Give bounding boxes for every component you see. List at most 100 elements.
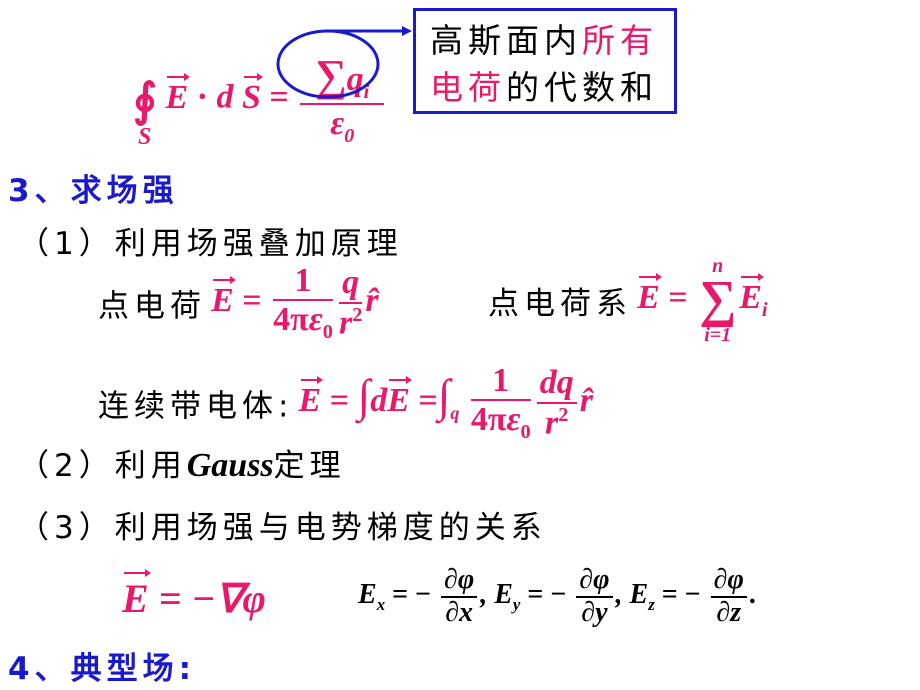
- d: d: [370, 381, 388, 419]
- equals: =: [269, 78, 289, 116]
- item-2-label: （2）利用Gauss定理: [18, 440, 346, 485]
- fraction: ∂φ∂z: [710, 564, 747, 629]
- ex: E: [358, 579, 377, 611]
- vector-ei: E: [739, 273, 764, 317]
- gradient-formula: E = −∇φ: [122, 569, 266, 622]
- r-hat: r̂: [365, 281, 379, 319]
- two: 2: [352, 303, 363, 326]
- zero: 0: [322, 321, 333, 344]
- fraction: ∂φ∂x: [441, 564, 478, 629]
- d: d: [216, 78, 234, 116]
- zero: 0: [520, 421, 531, 444]
- vector-e: E: [165, 72, 190, 116]
- denominator: ∂y: [581, 596, 608, 628]
- sum: ∑: [699, 271, 737, 328]
- dot: ·: [196, 78, 208, 116]
- integral: ∫: [357, 369, 371, 421]
- text: 定理: [273, 448, 346, 484]
- surface-label: S: [138, 124, 152, 150]
- integral-limit-q: q: [450, 402, 460, 423]
- equals-minus: = −: [661, 579, 701, 611]
- gauss: Gauss: [186, 447, 274, 484]
- epsilon: ε: [308, 301, 323, 339]
- i: i: [363, 80, 370, 103]
- numerator: ∂φ: [710, 564, 747, 598]
- text: 高斯面内: [430, 21, 582, 60]
- comma: ,: [480, 579, 488, 611]
- callout-line-2: 电荷的代数和: [430, 64, 674, 111]
- equals-minus: = −: [527, 579, 567, 611]
- lower-limit: i=1: [704, 323, 732, 346]
- numerator: dq: [536, 364, 577, 404]
- numerator: q: [338, 264, 363, 304]
- callout-line-1: 高斯面内所有: [430, 17, 674, 64]
- closed-integral: ∮: [133, 74, 157, 126]
- ey: E: [494, 579, 513, 611]
- equals: =: [668, 279, 688, 317]
- components-formula: Ex = − ∂φ∂x, Ey = − ∂φ∂y, Ez = − ∂φ∂z.: [358, 564, 757, 629]
- numerator: ∂φ: [441, 564, 478, 598]
- vector-e: E: [122, 569, 151, 621]
- gauss-law-formula: ∮ E · d S = ∑qi ε0: [133, 51, 387, 147]
- text-highlight: 电荷: [430, 68, 506, 107]
- sum-limits: n∑i=1: [699, 255, 736, 346]
- highlight-ellipse-arrow: [276, 26, 412, 99]
- period: .: [749, 579, 757, 611]
- equals: =: [418, 381, 438, 419]
- equals: =: [329, 381, 350, 419]
- x: x: [376, 594, 386, 614]
- upper-limit: n: [712, 255, 724, 277]
- section-4-title: 4、典型场:: [8, 651, 196, 687]
- y: y: [512, 594, 521, 614]
- numerator: ∂φ: [576, 564, 613, 598]
- denominator: r2: [537, 404, 577, 442]
- denominator: 4πε0: [273, 301, 333, 343]
- denominator: r2: [339, 304, 362, 342]
- r: r: [338, 303, 353, 341]
- label: 点电荷: [98, 288, 206, 325]
- ez: E: [629, 579, 649, 611]
- item-3-label: （3）利用场强与电势梯度的关系: [18, 510, 547, 546]
- r-hat: r̂: [579, 381, 593, 419]
- numerator: 1: [470, 362, 531, 402]
- vector-e: E: [298, 375, 323, 419]
- grad-phi: = −∇φ: [158, 576, 266, 621]
- integral: ∫: [437, 369, 451, 421]
- epsilon: ε: [506, 401, 521, 439]
- vector-e: E: [637, 273, 662, 317]
- zero: 0: [344, 125, 355, 148]
- label: 连续带电体:: [98, 388, 294, 425]
- callout-box: 高斯面内所有 电荷的代数和: [413, 8, 677, 114]
- equals: =: [242, 281, 262, 319]
- equals-minus: = −: [392, 579, 431, 611]
- text: 的代数和: [506, 68, 658, 107]
- sum: ∑: [315, 51, 347, 100]
- i: i: [761, 299, 768, 321]
- vector-e: E: [387, 375, 412, 419]
- vector-s: S: [242, 72, 263, 116]
- denominator: ∂x: [445, 596, 474, 628]
- label: 点电荷系: [488, 285, 632, 322]
- section-3-title: 3、求场强: [8, 173, 179, 209]
- denominator: ε0: [300, 105, 384, 147]
- numerator: 1: [273, 262, 333, 302]
- text-highlight: 所有: [582, 21, 658, 60]
- item-1-label: （1）利用场强叠加原理: [18, 226, 403, 262]
- vector-e: E: [211, 275, 236, 319]
- two: 2: [558, 403, 569, 426]
- z: z: [648, 594, 655, 614]
- epsilon: ε: [330, 105, 345, 143]
- denominator: 4πε0: [471, 401, 531, 443]
- comma: ,: [615, 579, 623, 611]
